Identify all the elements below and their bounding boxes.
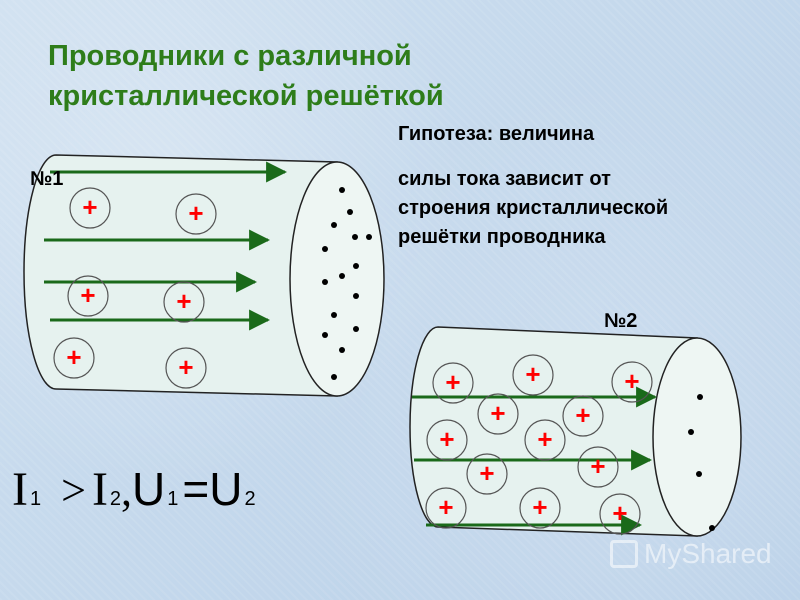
electron-dot [353,326,359,332]
conductor-2-end-face [652,337,742,537]
formula-comma: , [121,466,133,515]
svg-text:+: + [525,359,540,389]
formula-subscript-2: 2 [109,488,122,510]
presentation-icon [610,540,638,568]
svg-text:+: + [490,398,505,428]
svg-text:+: + [176,286,191,316]
positive-ion: + [466,453,508,495]
formula-current-symbol-2: I [91,463,108,516]
conductor-1: + + + + + + [23,154,385,397]
formula-voltage-symbol-1: U [132,463,166,515]
electron-dot [709,525,715,531]
electron-dot [339,187,345,193]
electron-dot [322,246,328,252]
svg-text:+: + [438,492,453,522]
formula-subscript-4: 2 [244,488,256,510]
electron-dot [353,263,359,269]
positive-ion: + [519,487,561,529]
hypothesis-line-1: Гипотеза: величина [398,123,595,145]
svg-text:+: + [439,424,454,454]
positive-ion: + [524,419,566,461]
svg-text:+: + [82,192,97,222]
hypothesis-text: Гипотеза: величина силы тока зависит от … [398,120,668,252]
positive-ion: + [53,337,95,379]
formula-equals: = [182,463,210,515]
electron-dot [331,312,337,318]
positive-ion: + [163,281,205,323]
positive-ion: + [611,361,653,403]
electron-dot [696,471,702,477]
electron-dot [366,234,372,240]
electron-dot [339,273,345,279]
electron-dot [353,293,359,299]
svg-text:+: + [479,458,494,488]
hypothesis-line-2: силы тока зависит от [398,168,611,190]
svg-text:+: + [532,492,547,522]
positive-ion: + [577,446,619,488]
hypothesis-line-4: решётки проводника [398,226,606,248]
positive-ion: + [562,395,604,437]
electron-dot [322,279,328,285]
current-formula: I 1 > I 2 , U 1 = U 2 [12,462,256,522]
positive-ion: + [69,187,111,229]
watermark: MyShared [610,538,772,570]
conductor-2: ++++++++++++ [409,326,742,537]
positive-ion: + [425,487,467,529]
positive-ion: + [165,347,207,389]
conductor-1-body [23,154,338,397]
formula-current-symbol-1: I [12,463,28,516]
svg-text:+: + [445,367,460,397]
electron-dot [322,332,328,338]
title-line-1: Проводники с различной [48,40,412,72]
positive-ion: + [477,393,519,435]
svg-text:+: + [624,366,639,396]
svg-text:+: + [612,498,627,528]
formula-subscript-1: 1 [29,488,42,510]
electron-dot [688,429,694,435]
svg-text:+: + [590,451,605,481]
formula-greater-than: > [61,466,86,515]
conductor-1-end-face [289,161,385,397]
svg-text:+: + [66,342,81,372]
page-title: Проводники с различной кристаллической р… [48,36,444,116]
positive-ion: + [175,193,217,235]
conductor-1-label: №1 [30,168,64,190]
positive-ion: + [426,419,468,461]
svg-text:+: + [537,424,552,454]
conductor-2-label: №2 [604,310,638,332]
positive-ion: + [432,362,474,404]
formula-voltage-symbol-2: U [209,463,243,515]
svg-text:+: + [80,280,95,310]
positive-ion: + [599,493,641,535]
svg-text:+: + [188,198,203,228]
positive-ion: + [512,354,554,396]
electron-dot [352,234,358,240]
electron-dot [331,374,337,380]
hypothesis-line-3: строения кристаллической [398,197,669,219]
electron-dot [339,347,345,353]
electron-dot [347,209,353,215]
title-line-2: кристаллической решёткой [48,80,444,112]
electron-dot [331,222,337,228]
watermark-text: MyShared [644,538,772,569]
svg-text:+: + [575,400,590,430]
svg-text:+: + [178,352,193,382]
formula-subscript-3: 1 [167,488,179,510]
positive-ion: + [67,275,109,317]
electron-dot [697,394,703,400]
